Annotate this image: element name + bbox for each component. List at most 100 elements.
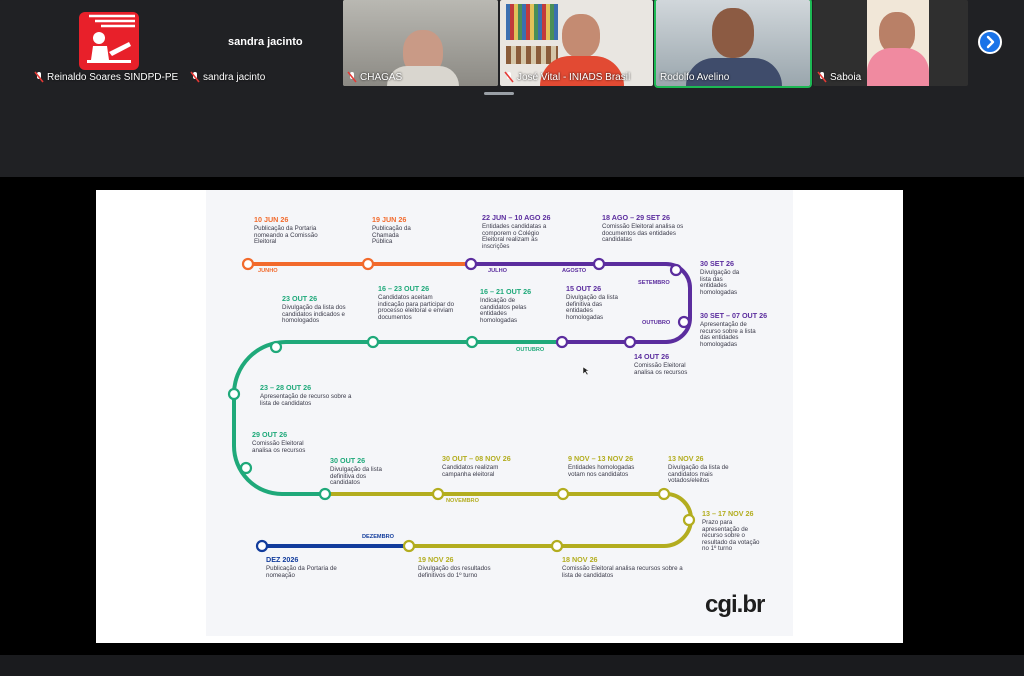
event-description: Indicação de candidatos pelas entidades … <box>480 297 527 324</box>
participant-shirt <box>686 58 782 86</box>
participant-name-tag: Saboia <box>817 70 861 84</box>
event-description: Prazo para apresentação de recurso sobre… <box>702 519 760 553</box>
participant-shirt <box>540 56 624 86</box>
milestone-dot <box>623 335 637 349</box>
event-description: Divulgação da lista de candidatos mais v… <box>668 464 729 485</box>
participant-tile-3[interactable]: CHAGAS <box>343 0 498 86</box>
mic-off-icon <box>34 71 44 83</box>
event-date: 30 OUT – 08 NOV 26 <box>442 454 511 463</box>
month-label: JUNHO <box>258 268 278 274</box>
participant-video <box>879 12 915 54</box>
participant-name-tag: CHAGAS <box>347 70 402 84</box>
month-label: SETEMBRO <box>638 280 670 286</box>
milestone-dot <box>682 513 696 527</box>
event-description: Candidatos aceitam indicação para partic… <box>378 294 455 321</box>
event-description: Comissão Eleitoral analisa os documentos… <box>602 223 684 244</box>
next-participants-button[interactable] <box>978 30 1002 54</box>
event-date: 29 OUT 26 <box>252 430 288 439</box>
month-label: OUTUBRO <box>642 320 671 326</box>
event-description: Publicação da Portaria nomeando a Comiss… <box>254 225 318 246</box>
event-description: Divulgação dos resultados definitivos do… <box>418 565 491 579</box>
participant-shirt <box>387 66 459 86</box>
milestone-dot <box>669 263 683 277</box>
month-label: JULHO <box>488 268 507 274</box>
event-date: 18 NOV 26 <box>562 555 598 564</box>
milestone-dot <box>592 257 606 271</box>
event-date: 14 OUT 26 <box>634 352 670 361</box>
milestone-dot <box>431 487 445 501</box>
milestone-dot <box>239 461 253 475</box>
timeline-milestones <box>227 257 696 553</box>
event-date: 30 SET – 07 OUT 26 <box>700 311 768 320</box>
event-date: 9 NOV – 13 NOV 26 <box>568 454 634 463</box>
event-description: Divulgação da lista das entidades homolo… <box>700 269 740 296</box>
event-date: 19 JUN 26 <box>372 215 407 224</box>
event-description: Publicação da Portaria de nomeação <box>266 565 337 579</box>
event-date: 18 AGO – 29 SET 26 <box>602 213 671 222</box>
mic-off-icon <box>504 71 514 83</box>
participant-tile-4[interactable]: José Vital - INIADS Brasil <box>500 0 653 86</box>
event-date: 23 – 28 OUT 26 <box>260 383 312 392</box>
timeline-track <box>227 257 696 553</box>
chevron-right-icon <box>986 35 995 49</box>
event-date: 16 – 23 OUT 26 <box>378 284 430 293</box>
event-description: Comissão Eleitoral analisa recursos sobr… <box>562 565 683 579</box>
mic-off-icon <box>817 71 827 83</box>
participant-tile-6[interactable]: Saboia <box>813 0 968 86</box>
event-description: Entidades homologadas votam nos candidat… <box>568 464 635 478</box>
event-description: Comissão Eleitoral analisa os recursos <box>252 440 306 454</box>
bottom-bar <box>0 655 1024 676</box>
bookshelf <box>506 4 558 40</box>
milestone-dot <box>657 487 671 501</box>
election-timeline-slide: JUNHO JULHO AGOSTO SETEMBRO OUTUBRO OUTU… <box>206 190 793 636</box>
event-date: 30 SET 26 <box>700 259 734 268</box>
strip-resize-handle[interactable] <box>484 92 514 95</box>
participant-video <box>712 8 754 58</box>
month-label: OUTUBRO <box>516 347 545 353</box>
event-date: 16 – 21 OUT 26 <box>480 287 532 296</box>
event-date: 22 JUN – 10 AGO 26 <box>482 213 551 222</box>
participant-tile-1[interactable]: Reinaldo Soares SINDPD-PE <box>0 0 180 86</box>
cgi-br-logo: cgi.br <box>705 591 765 618</box>
milestone-dot <box>556 487 570 501</box>
event-description: Apresentação de recurso sobre a lista de… <box>260 393 352 407</box>
participant-name-tag: José Vital - INIADS Brasil <box>504 70 630 84</box>
event-description: Divulgação da lista definitiva das entid… <box>566 294 618 321</box>
milestone-dot <box>677 315 691 329</box>
participant-name-tag: sandra jacinto <box>190 70 265 84</box>
timeline-segment-oct-green <box>232 340 560 496</box>
event-description: Entidades candidatas a comporem o Colégi… <box>482 223 547 250</box>
mic-off-icon <box>190 71 200 83</box>
milestone-dot <box>402 539 416 553</box>
milestone-dot <box>361 257 375 271</box>
event-date: 19 NOV 26 <box>418 555 454 564</box>
milestone-dot <box>227 387 241 401</box>
event-description: Divulgação da lista definitiva dos candi… <box>330 466 382 487</box>
milestone-dot <box>269 340 283 354</box>
mic-off-icon <box>347 71 357 83</box>
milestone-dot <box>464 257 478 271</box>
sindpd-logo-avatar <box>79 12 139 70</box>
participant-name-tag: Rodolfo Avelino <box>660 71 730 83</box>
event-date: 23 OUT 26 <box>282 294 318 303</box>
event-description: Candidatos realizam campanha eleitoral <box>442 464 499 478</box>
event-description: Comissão Eleitoral analisa os recursos <box>634 362 688 376</box>
milestone-dot <box>366 335 380 349</box>
participant-tile-2[interactable]: sandra jacinto sandra jacinto <box>183 0 340 86</box>
milestone-dot <box>255 539 269 553</box>
milestone-dot <box>465 335 479 349</box>
month-label: DEZEMBRO <box>362 534 395 540</box>
month-label: NOVEMBRO <box>446 498 479 504</box>
event-date: 30 OUT 26 <box>330 456 366 465</box>
milestone-dot <box>241 257 255 271</box>
milestone-dot <box>555 335 569 349</box>
participant-shirt <box>867 48 929 86</box>
mouse-cursor-icon <box>582 366 590 376</box>
event-date: 15 OUT 26 <box>566 284 602 293</box>
event-description: Divulgação da lista dos candidatos indic… <box>282 304 346 325</box>
event-date: 10 JUN 26 <box>254 215 289 224</box>
participant-name-tag: Reinaldo Soares SINDPD-PE <box>34 70 178 84</box>
participant-display-name: sandra jacinto <box>228 36 303 48</box>
participant-tile-5-active-speaker[interactable]: Rodolfo Avelino <box>654 0 812 88</box>
event-description: Publicação da Chamada Pública <box>372 225 411 246</box>
